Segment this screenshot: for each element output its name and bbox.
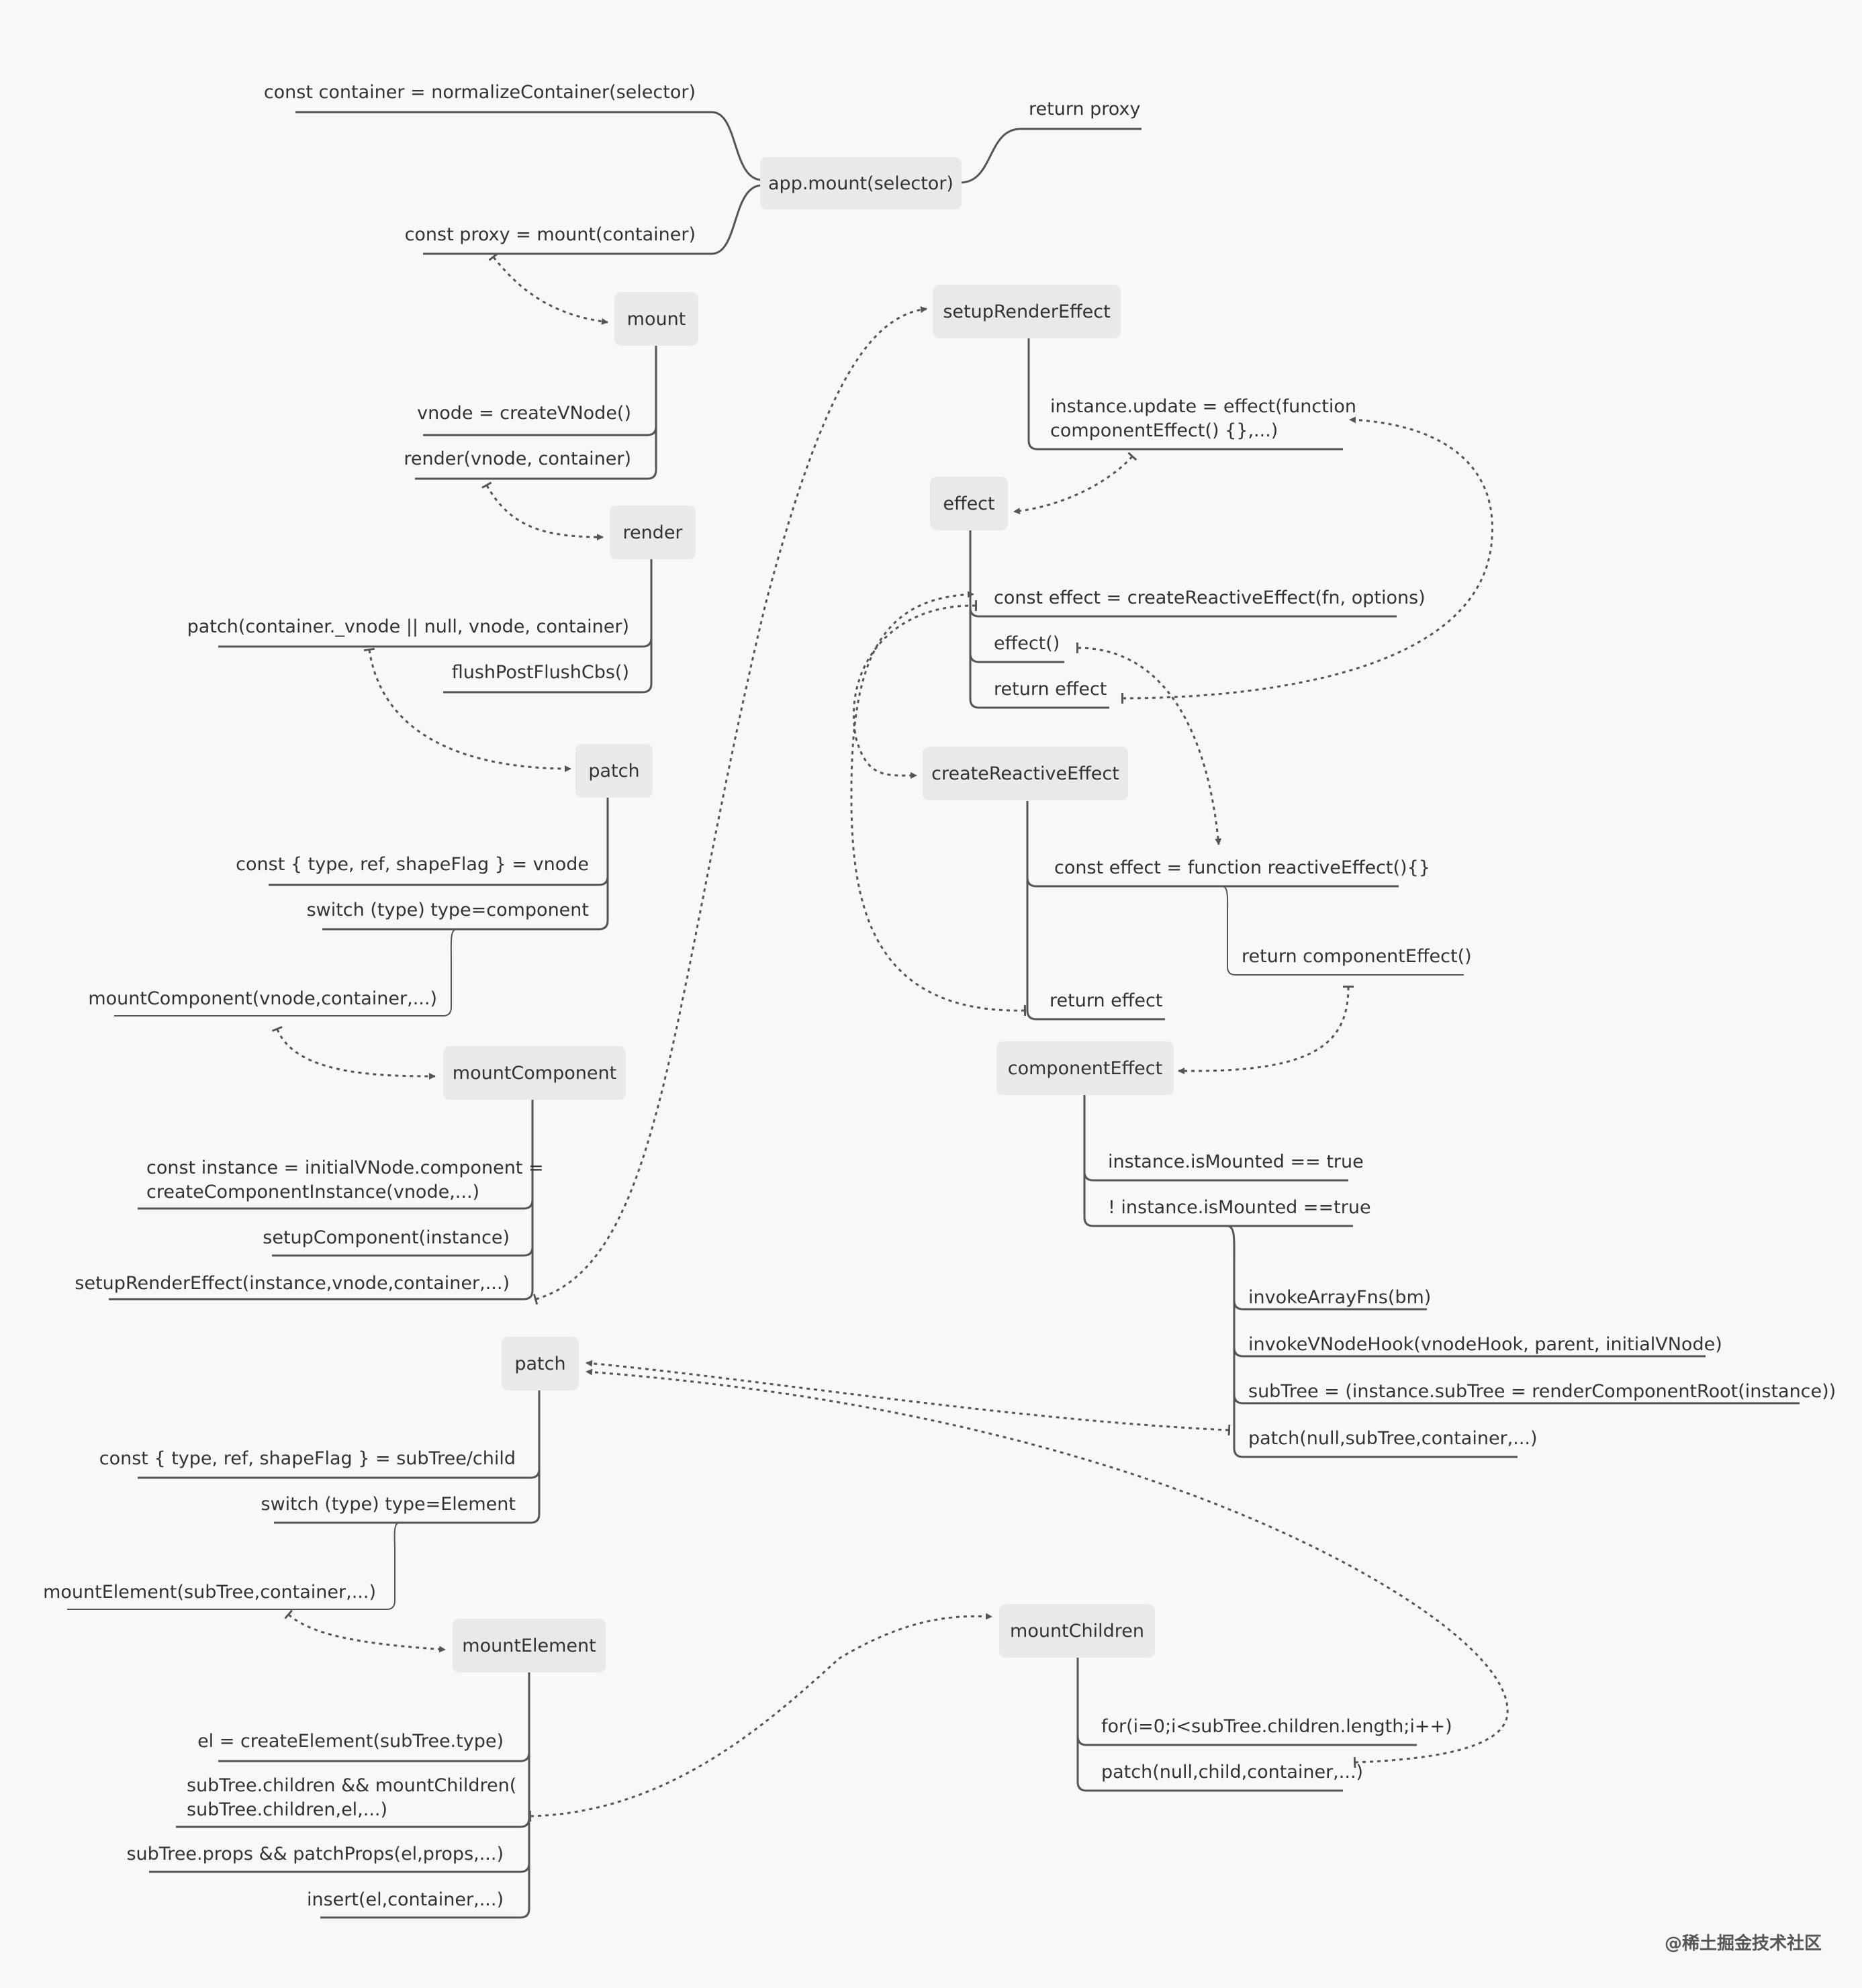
instance-update-leaf: instance.update = effect(function — [1050, 396, 1356, 417]
setup-render-effect-node: setupRenderEffect — [933, 285, 1121, 338]
mount-children-args-leaf: subTree.children,el,...) — [187, 1799, 388, 1820]
return-proxy-leaf: return proxy — [1029, 99, 1141, 120]
mount-node: mount — [614, 292, 698, 346]
patch-node-1: patch — [575, 744, 653, 798]
effect-call-leaf: effect() — [994, 633, 1060, 654]
create-vnode-leaf: vnode = createVNode() — [417, 403, 631, 424]
render-call-leaf: render(vnode, container) — [404, 448, 631, 469]
return-component-effect-leaf: return componentEffect() — [1242, 946, 1472, 967]
is-mounted-leaf: instance.isMounted == true — [1108, 1151, 1364, 1172]
vnode-destructure-leaf: const { type, ref, shapeFlag } = vnode — [236, 854, 589, 875]
patch-call-leaf: patch(container._vnode || null, vnode, c… — [187, 616, 629, 637]
component-effect-fn-leaf: componentEffect() {},...) — [1050, 420, 1278, 441]
effect-return-leaf: return effect — [994, 679, 1107, 700]
dashed-arrows — [271, 252, 1509, 1822]
effect-node: effect — [930, 477, 1008, 530]
proxy-leaf: const proxy = mount(container) — [404, 224, 696, 245]
create-reactive-effect-node: createReactiveEffect — [923, 747, 1128, 800]
mount-children-node: mountChildren — [999, 1604, 1155, 1658]
mount-element-call-leaf: mountElement(subTree,container,...) — [43, 1582, 376, 1603]
render-node: render — [610, 506, 696, 559]
invoke-array-fns-leaf: invokeArrayFns(bm) — [1248, 1287, 1432, 1308]
reactive-effect-return-leaf: return effect — [1050, 990, 1163, 1011]
switch-element-leaf: switch (type) type=Element — [261, 1494, 516, 1515]
mount-children-call-leaf: subTree.children && mountChildren( — [187, 1775, 517, 1796]
instance-assign-leaf: const instance = initialVNode.component … — [146, 1157, 544, 1178]
patch-child-leaf: patch(null,child,container,...) — [1101, 1762, 1364, 1783]
patch-node-2: patch — [502, 1337, 579, 1390]
create-component-instance-leaf: createComponentInstance(vnode,...) — [146, 1182, 480, 1202]
container-leaf: const container = normalizeContainer(sel… — [263, 82, 696, 103]
subtree-destructure-leaf: const { type, ref, shapeFlag } = subTree… — [99, 1448, 516, 1469]
mount-component-call-leaf: mountComponent(vnode,container,...) — [88, 988, 437, 1009]
mount-element-node: mountElement — [453, 1619, 606, 1672]
setup-render-effect-call-leaf: setupRenderEffect(instance,vnode,contain… — [75, 1273, 510, 1294]
render-component-root-leaf: subTree = (instance.subTree = renderComp… — [1248, 1381, 1836, 1402]
insert-leaf: insert(el,container,...) — [306, 1889, 504, 1910]
component-effect-node: componentEffect — [996, 1041, 1174, 1095]
reactive-effect-fn-leaf: const effect = function reactiveEffect()… — [1054, 857, 1430, 878]
switch-component-leaf: switch (type) type=component — [306, 900, 589, 920]
create-reactive-effect-call-leaf: const effect = createReactiveEffect(fn, … — [994, 587, 1426, 608]
mount-component-node: mountComponent — [443, 1046, 626, 1100]
for-children-leaf: for(i=0;i<subTree.children.length;i++) — [1101, 1716, 1452, 1737]
patch-props-leaf: subTree.props && patchProps(el,props,...… — [126, 1844, 504, 1864]
flush-post-flush-leaf: flushPostFlushCbs() — [451, 662, 629, 683]
setup-component-leaf: setupComponent(instance) — [263, 1227, 510, 1248]
watermark: @稀土掘金技术社区 — [1664, 1934, 1822, 1954]
not-mounted-leaf: ! instance.isMounted ==true — [1108, 1197, 1371, 1218]
solid-connectors — [67, 111, 1800, 1919]
create-element-leaf: el = createElement(subTree.type) — [197, 1731, 504, 1752]
patch-subtree-leaf: patch(null,subTree,container,...) — [1248, 1428, 1538, 1449]
app-mount-node: app.mount(selector) — [760, 157, 962, 209]
invoke-vnode-hook-leaf: invokeVNodeHook(vnodeHook, parent, initi… — [1248, 1334, 1722, 1355]
